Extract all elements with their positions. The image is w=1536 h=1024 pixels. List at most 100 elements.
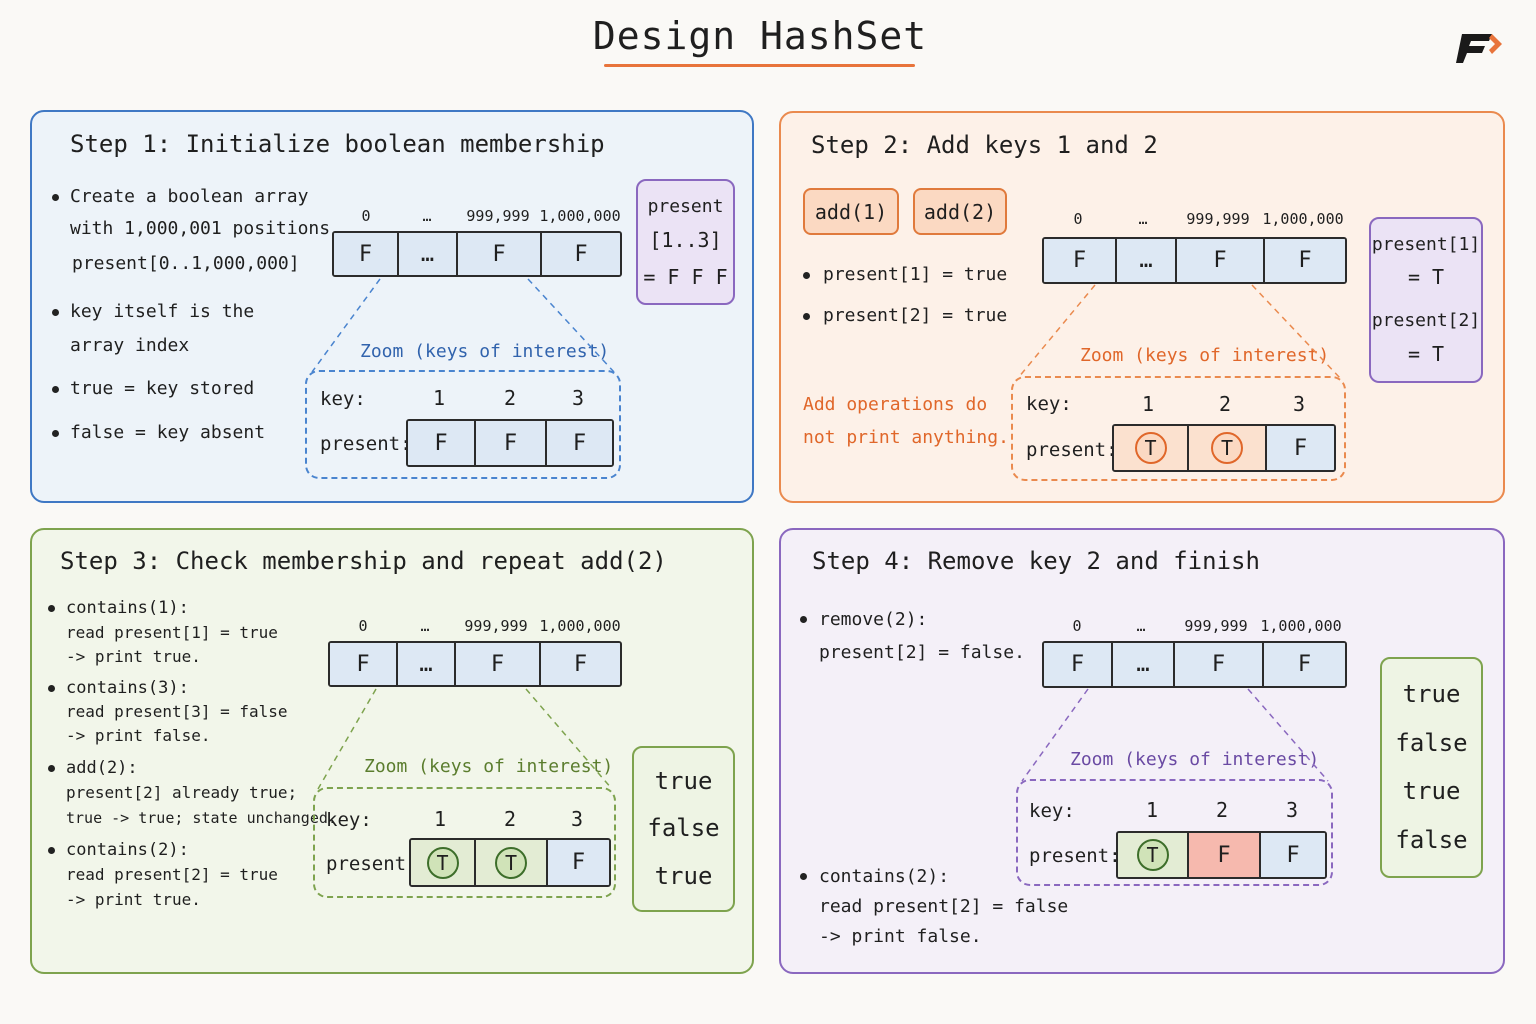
zoom-array: T F F <box>1116 831 1327 879</box>
zoom-label: Zoom (keys of interest) <box>364 756 614 777</box>
side-line: = T <box>1407 265 1445 289</box>
bullet-dot <box>48 605 55 612</box>
step1-bullet1-line3: present[0..1,000,000] <box>72 253 300 274</box>
side-line: present[1] <box>1371 234 1481 255</box>
step4-output-box: true false true false <box>1380 657 1483 878</box>
zoom-key-label: key: <box>1026 393 1072 415</box>
step1-bullet2-line2: array index <box>70 335 190 356</box>
zoom-key-label: key: <box>1029 800 1075 822</box>
page-title: Design HashSet <box>592 14 928 58</box>
array-cell: … <box>1113 643 1175 686</box>
step4-b2-line3: -> print false. <box>819 926 982 947</box>
zoom-box <box>1011 376 1346 481</box>
zoom-cell: F <box>548 840 609 885</box>
zoom-present-label: present: <box>326 853 418 875</box>
output-line: false <box>647 814 720 842</box>
zoom-cell: F <box>1267 426 1334 470</box>
zoom-present-label: present: <box>320 433 412 455</box>
zoom-box <box>313 787 616 898</box>
zoom-cell: T <box>1118 833 1189 877</box>
step1-bullet2-line1: key itself is the <box>70 301 255 322</box>
zoom-array: F F F <box>406 419 614 467</box>
bullet-dot <box>48 765 55 772</box>
index-label: 1,000,000 <box>1260 617 1342 635</box>
zoom-key: 3 <box>570 807 584 831</box>
array-cell: F <box>330 643 398 685</box>
side-line: = F F F <box>643 265 728 289</box>
side-line: [1..3] <box>649 228 722 252</box>
zoom-box <box>1016 779 1333 886</box>
step1-side-box <box>636 179 735 305</box>
step4-title: Step 4: Remove key 2 and finish <box>812 547 1260 575</box>
step3-b1-line1: contains(1): <box>66 598 189 618</box>
output-line: true <box>1402 680 1461 708</box>
add-2-op: add(2) <box>913 188 1007 235</box>
boolean-array: F … F F <box>332 231 622 277</box>
side-line: present <box>647 196 724 217</box>
array-cell: … <box>399 233 458 275</box>
step3-b2-line1: contains(3): <box>66 678 189 698</box>
zoom-key-label: key: <box>320 388 366 410</box>
title-underline <box>604 64 915 67</box>
output-line: true <box>654 862 713 890</box>
step2-note-line1: Add operations do <box>803 394 988 415</box>
step2-bullet2: present[2] = true <box>823 305 1008 326</box>
zoom-key: 2 <box>503 386 517 410</box>
array-cell: F <box>541 643 620 685</box>
zoom-key: 3 <box>1285 798 1299 822</box>
step3-b4-line1: contains(2): <box>66 840 189 860</box>
step4-b1-line2: present[2] = false. <box>819 642 1025 663</box>
index-label: 1,000,000 <box>539 617 621 635</box>
zoom-cell: F <box>547 421 612 465</box>
index-label: 999,999 <box>1184 617 1248 635</box>
index-label: 1,000,000 <box>539 207 621 225</box>
step3-b3-line1: add(2): <box>66 758 138 778</box>
index-label: 0 <box>1073 210 1083 228</box>
zoom-box <box>305 370 621 479</box>
array-cell: F <box>1044 643 1113 686</box>
zoom-cell: T <box>476 840 548 885</box>
zoom-key: 1 <box>1141 392 1155 416</box>
step3-b1-line3: -> print true. <box>66 647 201 666</box>
index-label: 999,999 <box>466 207 530 225</box>
zoom-array: T T F <box>1112 424 1336 472</box>
step3-b3-line3: true -> true; state unchanged. <box>66 809 337 827</box>
output-line: true <box>654 767 713 795</box>
array-cell: F <box>1264 643 1345 686</box>
index-label: 0 <box>361 207 371 225</box>
step3-b1-line2: read present[1] = true <box>66 623 278 642</box>
step3-b2-line2: read present[3] = false <box>66 702 288 721</box>
index-label: 999,999 <box>1186 210 1250 228</box>
zoom-key-label: key: <box>326 809 372 831</box>
index-label: … <box>1138 210 1148 228</box>
zoom-key: 1 <box>432 386 446 410</box>
bullet-dot <box>800 873 807 880</box>
true-marker: T <box>1136 839 1169 871</box>
index-label: … <box>420 617 430 635</box>
zoom-key: 3 <box>571 386 585 410</box>
zoom-array: T T F <box>409 838 611 887</box>
step3-title: Step 3: Check membership and repeat add(… <box>60 547 667 575</box>
array-cell: F <box>1175 643 1264 686</box>
step1-bullet3: true = key stored <box>70 378 255 399</box>
zoom-key: 2 <box>1218 392 1232 416</box>
bullet-dot <box>52 430 59 437</box>
step2-title: Step 2: Add keys 1 and 2 <box>811 131 1158 159</box>
step3-b4-line3: -> print true. <box>66 890 201 909</box>
zoom-label: Zoom (keys of interest) <box>360 341 610 362</box>
step2-note-line2: not print anything. <box>803 427 1009 448</box>
bullet-dot <box>52 309 59 316</box>
index-label: … <box>422 207 432 225</box>
bullet-dot <box>48 685 55 692</box>
bullet-dot <box>800 616 807 623</box>
step1-bullet4: false = key absent <box>70 422 266 443</box>
array-cell: F <box>1177 239 1265 282</box>
step1-bullet1-line2: with 1,000,001 positions <box>70 218 331 239</box>
true-marker: T <box>1134 432 1167 464</box>
bullet-dot <box>52 386 59 393</box>
bullet-dot <box>803 272 810 279</box>
index-label: 0 <box>1072 617 1082 635</box>
removed-cell: F <box>1189 833 1261 877</box>
output-line: false <box>1395 826 1468 854</box>
array-cell: F <box>542 233 620 275</box>
